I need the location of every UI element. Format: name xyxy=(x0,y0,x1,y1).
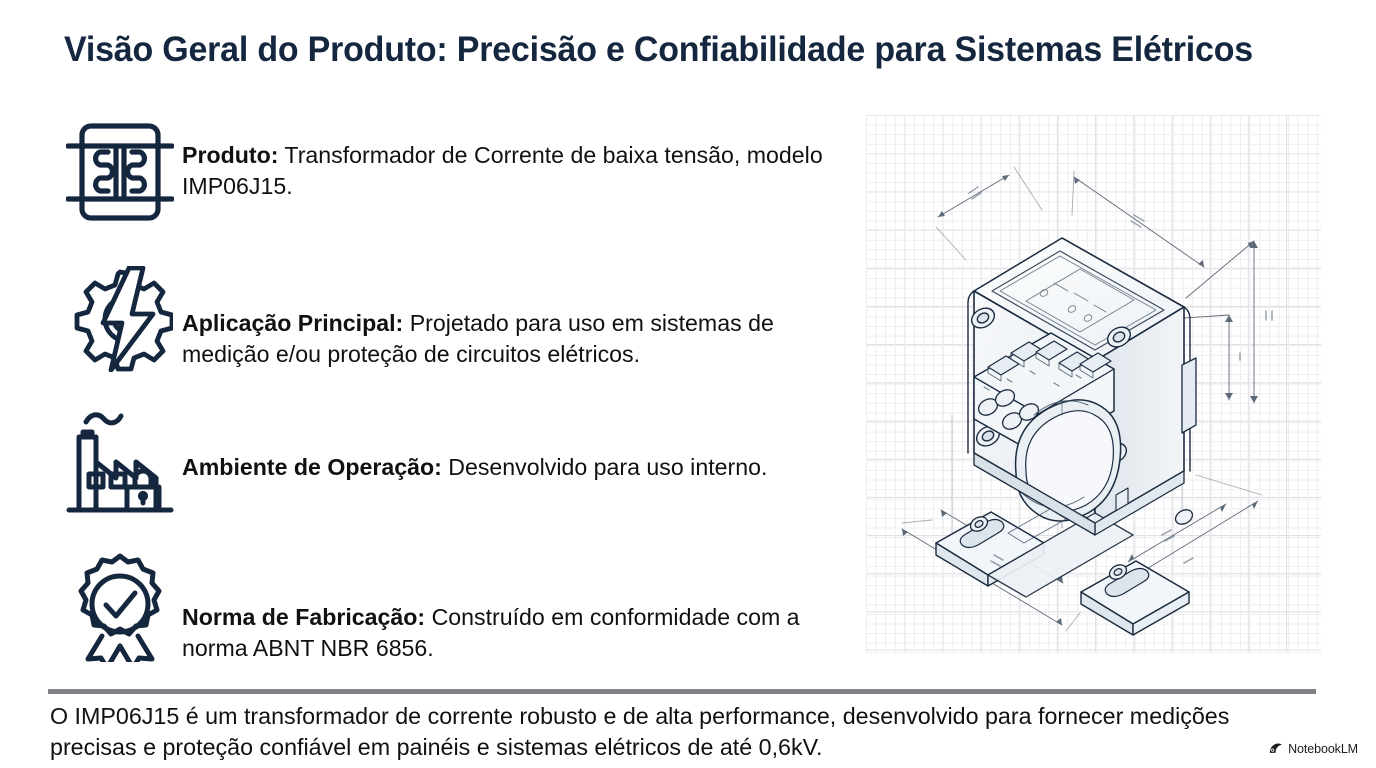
brand-mark: NotebookLM xyxy=(1268,741,1358,756)
isometric-transformer-illustration xyxy=(901,166,1273,636)
brand-label: NotebookLM xyxy=(1288,741,1358,756)
list-item-body: Construído em conformidade com a norma A… xyxy=(182,604,800,662)
list-item-text: Norma de Fabricação: Construído em confo… xyxy=(182,550,838,664)
feature-list: Produto: Transformador de Corrente de ba… xyxy=(58,118,848,678)
list-item: Aplicação Principal: Projetado para uso … xyxy=(58,264,848,372)
page-title: Visão Geral do Produto: Precisão e Confi… xyxy=(64,30,1253,69)
list-item: Produto: Transformador de Corrente de ba… xyxy=(58,118,848,224)
transformer-icon xyxy=(58,118,182,224)
list-item-body: Transformador de Corrente de baixa tensã… xyxy=(182,142,823,200)
certificate-badge-icon xyxy=(58,550,182,662)
list-item-label: Produto: xyxy=(182,142,279,168)
list-item-label: Norma de Fabricação: xyxy=(182,604,426,630)
list-item-body: Desenvolvido para uso interno. xyxy=(441,454,768,480)
footer-summary: O IMP06J15 é um transformador de corrent… xyxy=(50,703,1230,761)
notebooklm-logo-icon xyxy=(1270,743,1282,753)
product-technical-drawing xyxy=(866,115,1321,653)
list-item: Ambiente de Operação: Desenvolvido para … xyxy=(58,408,848,516)
list-item-text: Ambiente de Operação: Desenvolvido para … xyxy=(182,408,838,483)
factory-lock-icon xyxy=(58,408,182,516)
footer-divider xyxy=(48,689,1316,694)
list-item-text: Produto: Transformador de Corrente de ba… xyxy=(182,118,838,202)
list-item-label: Aplicação Principal: xyxy=(182,310,404,336)
list-item-text: Aplicação Principal: Projetado para uso … xyxy=(182,264,838,370)
list-item-label: Ambiente de Operação: xyxy=(182,454,442,480)
list-item-body: Projetado para uso em sistemas de mediçã… xyxy=(182,310,774,368)
list-item: Norma de Fabricação: Construído em confo… xyxy=(58,550,848,664)
gear-lightning-icon xyxy=(58,264,182,372)
